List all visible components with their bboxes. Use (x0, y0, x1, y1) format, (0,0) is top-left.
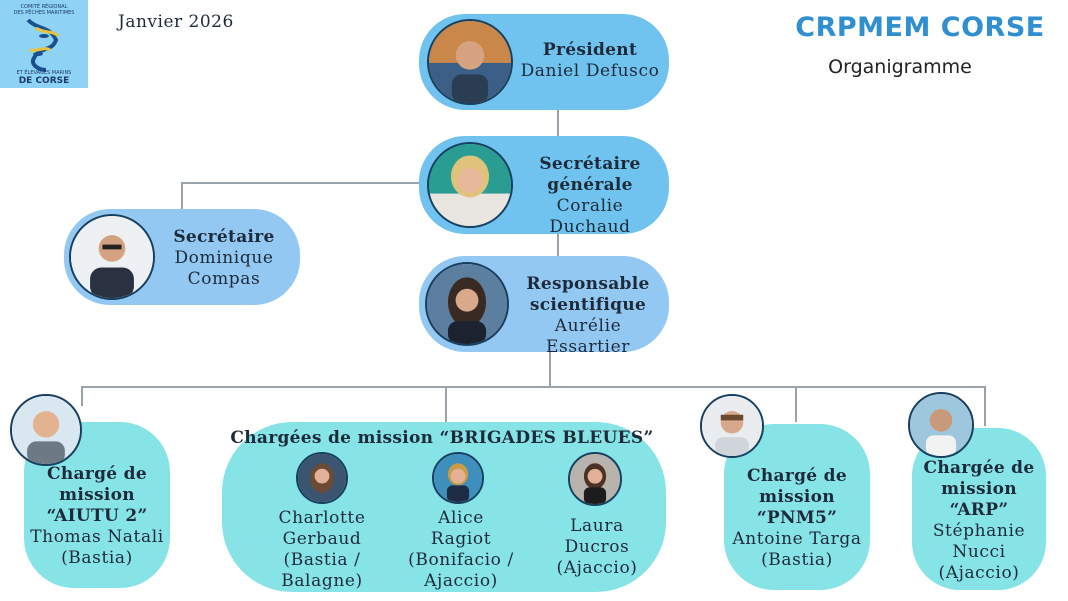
page-subtitle: Organigramme (828, 56, 972, 78)
brigade-1-line1: Charlotte (278, 508, 366, 528)
logo-text-bottom-1: ET ÉLEVAGES MARINS (16, 70, 72, 76)
brigades-title: Chargées de mission “BRIGADES BLEUES” (230, 428, 654, 448)
logo: COMITÉ RÉGIONAL DES PÊCHES MARITIMES ET … (0, 0, 88, 88)
connector-brigades (445, 386, 447, 422)
role-secretaire: Secrétaire (173, 227, 275, 247)
name-secretaire-line2: Compas (187, 269, 261, 289)
brigade-1-line2: Gerbaud (282, 529, 362, 549)
role-aiutu-line1: Chargé de (47, 464, 147, 484)
portrait-icon (427, 264, 507, 344)
avatar-responsable (425, 262, 509, 346)
avatar-president (427, 19, 513, 105)
role-pnm5-line3: “PNM5” (756, 508, 838, 528)
name-aiutu: Thomas Natali (30, 527, 164, 547)
role-aiutu-line3: “AIUTU 2” (46, 506, 148, 526)
role-sg-line2: générale (547, 175, 633, 195)
brigade-2-line2: Ragiot (430, 529, 492, 549)
portrait-icon (12, 396, 80, 464)
role-aiutu-line2: mission (59, 485, 135, 505)
node-responsable-scientifique: Responsable scientifique Aurélie Essarti… (419, 256, 669, 357)
role-pnm5-line2: mission (759, 487, 835, 507)
role-arp-line3: “ARP” (949, 500, 1009, 520)
brigade-3-line1: Laura (570, 516, 624, 536)
name-arp-line1: Stéphanie (932, 521, 1026, 541)
name-secretaire-line1: Dominique (174, 248, 274, 268)
name-secretaire-generale: Coralie Duchaud (549, 196, 631, 237)
brigade-1-line3: (Bastia / (283, 550, 361, 570)
place-pnm5: (Bastia) (761, 550, 833, 570)
portrait-icon (298, 454, 346, 502)
date-label: Janvier 2026 (118, 12, 234, 32)
connector-pnm5 (795, 386, 797, 422)
node-president: Président Daniel Defusco (419, 14, 669, 110)
avatar-brigade-3 (568, 452, 622, 506)
logo-fish-icon (26, 18, 60, 72)
portrait-icon (910, 394, 972, 456)
name-responsable: Aurélie Essartier (546, 316, 630, 357)
role-arp-line2: mission (941, 479, 1017, 499)
brigade-2-line3: (Bonifacio / (408, 550, 514, 570)
role-responsable-line1: Responsable (526, 274, 650, 294)
avatar-secretaire (69, 214, 155, 300)
role-pnm5-line1: Chargé de (747, 466, 847, 486)
logo-text-top-2: DES PÊCHES MARITIMES (13, 10, 75, 16)
connector-aiutu (81, 386, 83, 406)
logo-text-top-1: COMITÉ RÉGIONAL (20, 4, 68, 10)
connector-sg-secretaire-v (181, 182, 183, 212)
connector-sg-responsable (557, 232, 559, 258)
connector-sg-secretaire-h (181, 182, 421, 184)
brigade-3-line2: Ducros (564, 537, 630, 557)
node-secretaire: Secrétaire Dominique Compas (64, 209, 300, 305)
avatar-secretaire-generale (427, 142, 513, 228)
brigade-2-line4: Ajaccio) (424, 571, 498, 591)
node-brigades-bleues (222, 422, 666, 592)
avatar-brigade-2 (432, 452, 484, 504)
org-title: CRPMEM CORSE (795, 12, 1045, 43)
portrait-icon (434, 454, 482, 502)
connector-responsable-down (549, 350, 551, 387)
brigade-3-line3: (Ajaccio) (556, 558, 638, 578)
place-arp: (Ajaccio) (938, 563, 1020, 583)
brigade-1-line4: Balagne) (281, 571, 363, 591)
portrait-icon (702, 396, 762, 456)
connector-president-sg (557, 108, 559, 138)
role-sg-line1: Secrétaire (539, 154, 641, 174)
name-president: Daniel Defusco (520, 61, 660, 81)
name-arp-line2: Nucci (952, 542, 1006, 562)
connector-bottom-bar (81, 386, 986, 388)
avatar-brigade-1 (296, 452, 348, 504)
avatar-arp (908, 392, 974, 458)
node-secretaire-generale: Secrétaire générale Coralie Duchaud (419, 136, 669, 237)
logo-text-bottom-2: DE CORSE (18, 76, 70, 86)
avatar-pnm5 (700, 394, 764, 458)
portrait-icon (71, 216, 153, 298)
portrait-icon (570, 454, 620, 504)
role-president: Président (542, 40, 638, 60)
role-arp-line1: Chargée de (923, 458, 1035, 478)
role-responsable-line2: scientifique (529, 295, 647, 315)
avatar-aiutu (10, 394, 82, 466)
portrait-icon (429, 144, 511, 226)
place-aiutu: (Bastia) (61, 548, 133, 568)
name-pnm5: Antoine Targa (732, 529, 862, 549)
portrait-icon (429, 21, 511, 103)
brigade-2-line1: Alice (438, 508, 484, 528)
connector-arp (984, 386, 986, 426)
